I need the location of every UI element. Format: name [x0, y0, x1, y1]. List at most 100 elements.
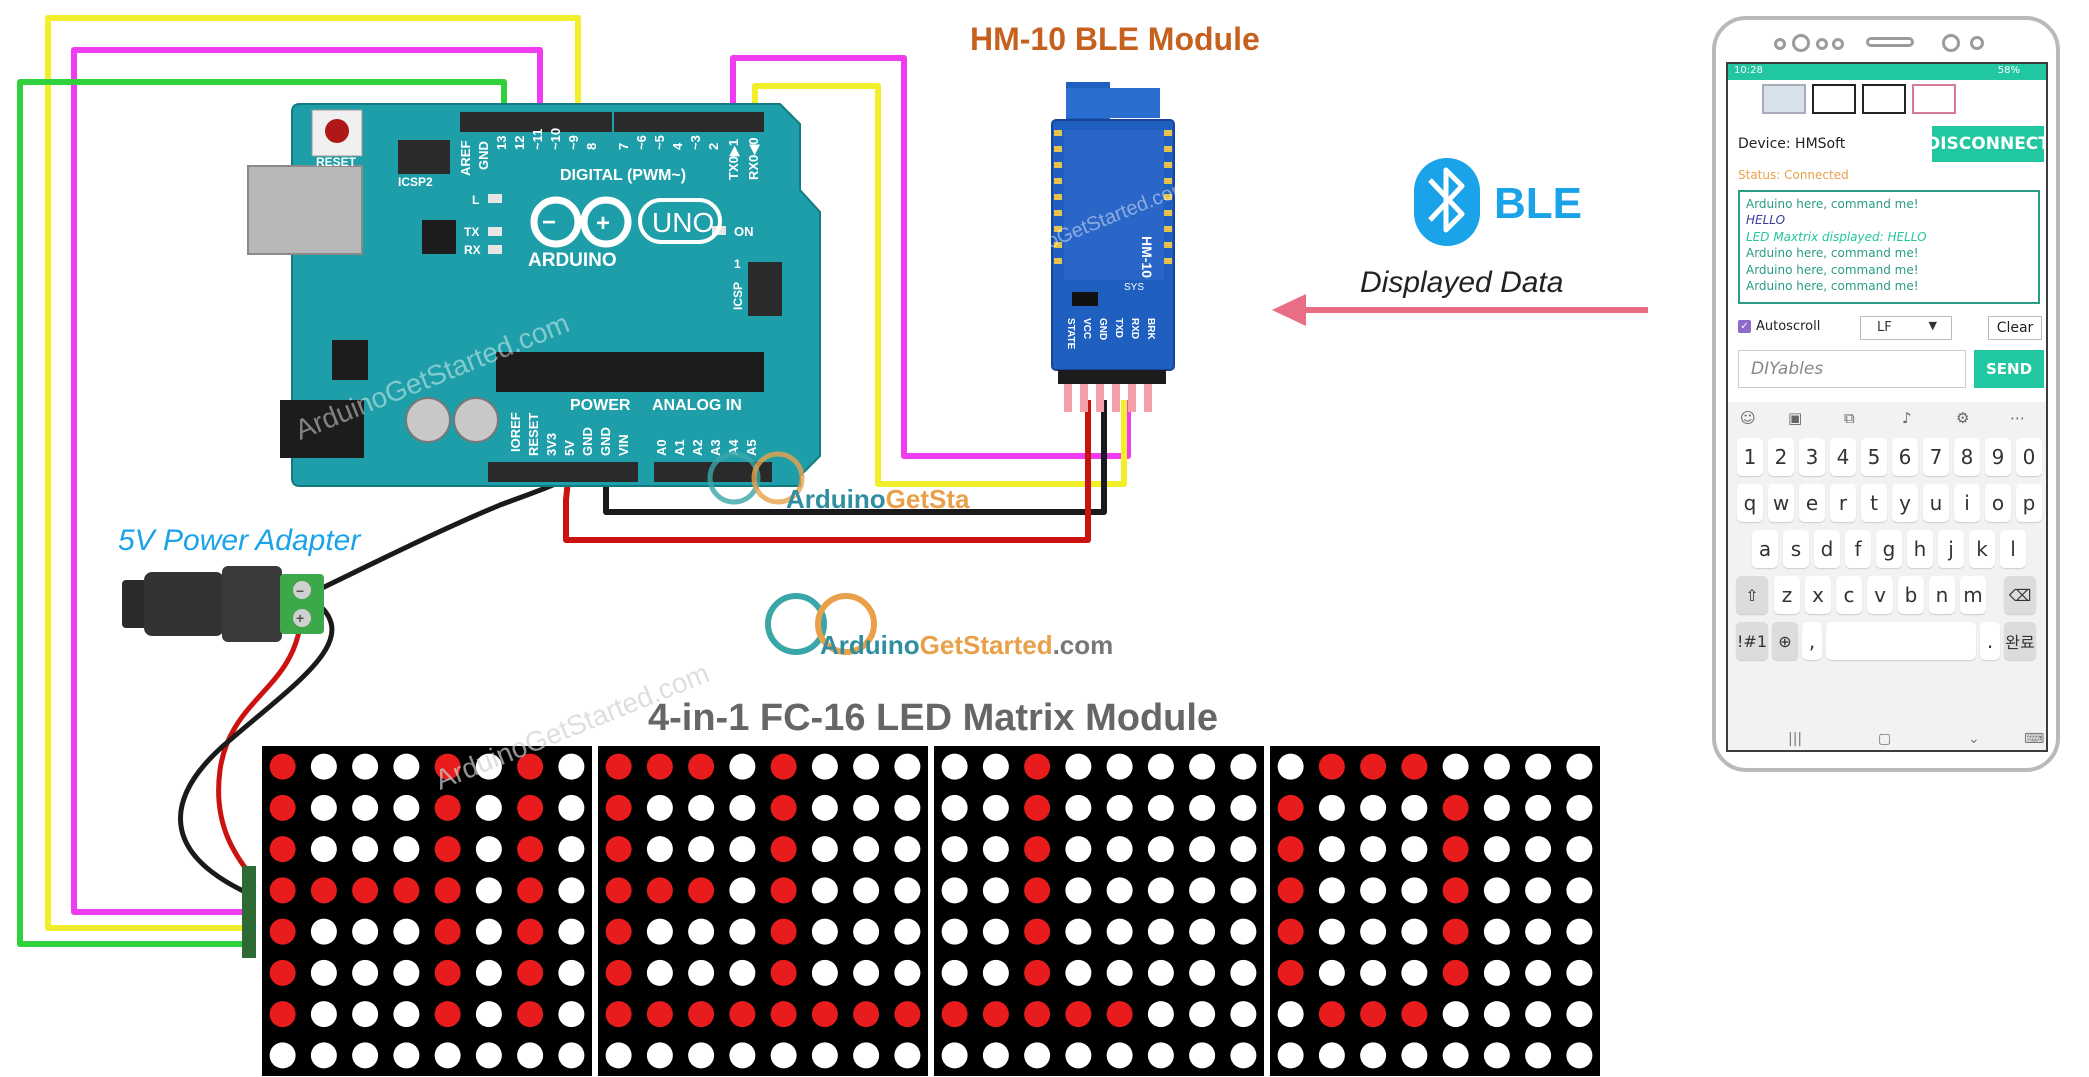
matrix-led	[310, 1042, 337, 1069]
matrix-led	[1065, 877, 1092, 904]
log-line: Arduino here, command me!	[1746, 262, 1919, 277]
matrix-led	[475, 959, 502, 986]
key-r[interactable]: r	[1830, 484, 1856, 522]
key-d[interactable]: d	[1814, 530, 1840, 568]
backspace-key[interactable]: ⌫	[2004, 576, 2036, 614]
space-key[interactable]	[1826, 622, 1976, 660]
key-b[interactable]: b	[1898, 576, 1924, 614]
key-n[interactable]: n	[1929, 576, 1955, 614]
comma-key[interactable]: ,	[1802, 622, 1822, 660]
key-a[interactable]: a	[1752, 530, 1778, 568]
matrix-led	[729, 836, 756, 863]
message-input[interactable]: DIYables	[1738, 350, 1966, 388]
key-u[interactable]: u	[1923, 484, 1949, 522]
matrix-led	[1230, 877, 1257, 904]
matrix-led	[558, 1001, 585, 1028]
disconnect-button[interactable]: DISCONNECT	[1926, 126, 2046, 162]
matrix-led	[1525, 753, 1552, 780]
matrix-led	[1442, 836, 1469, 863]
key-x[interactable]: x	[1805, 576, 1831, 614]
emoji-icon[interactable]: ☺	[1740, 409, 1756, 427]
matrix-led	[558, 753, 585, 780]
key-e[interactable]: e	[1799, 484, 1825, 522]
language-key[interactable]: ⊕	[1772, 622, 1798, 660]
line-ending-select[interactable]: LF ▼	[1860, 316, 1952, 340]
matrix-led	[475, 1042, 502, 1069]
enter-key[interactable]: 완료	[2004, 622, 2036, 660]
matrix-led	[894, 959, 921, 986]
key-7[interactable]: 7	[1923, 438, 1949, 476]
send-button[interactable]: SEND	[1974, 350, 2044, 388]
keyboard-icon[interactable]: ⌨	[2024, 731, 2045, 747]
clipboard-icon[interactable]: ▣	[1788, 409, 1803, 427]
matrix-led	[982, 794, 1009, 821]
svg-text:+: +	[296, 610, 304, 626]
key-o[interactable]: o	[1985, 484, 2011, 522]
key-i[interactable]: i	[1954, 484, 1980, 522]
matrix-led	[1147, 918, 1174, 945]
reset-label: RESET	[316, 155, 357, 169]
home-icon[interactable]: ▢	[1878, 731, 1892, 747]
matrix-led	[1277, 1001, 1304, 1028]
key-k[interactable]: k	[1969, 530, 1995, 568]
matrix-led	[646, 877, 673, 904]
matrix-led	[393, 1001, 420, 1028]
microphone-icon[interactable]: ♪	[1902, 409, 1912, 427]
clear-button[interactable]: Clear	[1988, 316, 2042, 340]
recents-icon[interactable]: |||	[1788, 731, 1803, 747]
key-t[interactable]: t	[1861, 484, 1887, 522]
key-j[interactable]: j	[1938, 530, 1964, 568]
matrix-led	[434, 1001, 461, 1028]
key-z[interactable]: z	[1774, 576, 1800, 614]
autoscroll-checkbox[interactable]: ✓	[1738, 320, 1751, 333]
back-icon[interactable]: ⌄	[1968, 731, 1980, 747]
key-6[interactable]: 6	[1892, 438, 1918, 476]
key-9[interactable]: 9	[1985, 438, 2011, 476]
key-y[interactable]: y	[1892, 484, 1918, 522]
key-8[interactable]: 8	[1954, 438, 1980, 476]
matrix-led	[982, 1001, 1009, 1028]
matrix-led	[1189, 836, 1216, 863]
key-q[interactable]: q	[1737, 484, 1763, 522]
key-c[interactable]: c	[1836, 576, 1862, 614]
period-key[interactable]: .	[1980, 622, 2000, 660]
adapter-terminal	[280, 574, 324, 634]
ad-banner[interactable]	[1728, 80, 2046, 118]
key-s[interactable]: s	[1783, 530, 1809, 568]
logo-text-com: .com	[1053, 630, 1114, 660]
more-icon[interactable]: ⋯	[2010, 409, 2025, 427]
sensor-icon	[1832, 38, 1844, 50]
shift-key[interactable]: ⇧	[1736, 576, 1768, 614]
device-row: Device: HMSoft DISCONNECT	[1728, 126, 2046, 162]
key-v[interactable]: v	[1867, 576, 1893, 614]
matrix-led	[269, 836, 296, 863]
key-4[interactable]: 4	[1830, 438, 1856, 476]
matrix-led	[729, 1042, 756, 1069]
matrix-led	[517, 918, 544, 945]
svg-text:−: −	[296, 583, 304, 599]
key-h[interactable]: h	[1907, 530, 1933, 568]
gear-icon[interactable]: ⚙	[1956, 409, 1970, 427]
key-g[interactable]: g	[1876, 530, 1902, 568]
key-1[interactable]: 1	[1737, 438, 1763, 476]
key-5[interactable]: 5	[1861, 438, 1887, 476]
key-p[interactable]: p	[2016, 484, 2042, 522]
key-0[interactable]: 0	[2016, 438, 2042, 476]
matrix-led	[475, 794, 502, 821]
key-2[interactable]: 2	[1768, 438, 1794, 476]
matrix-led	[729, 794, 756, 821]
key-m[interactable]: m	[1960, 576, 1986, 614]
matrix-led	[1147, 836, 1174, 863]
symbols-key[interactable]: !#1	[1736, 622, 1768, 660]
pin-4: 4	[670, 142, 685, 150]
key-w[interactable]: w	[1768, 484, 1794, 522]
key-f[interactable]: f	[1845, 530, 1871, 568]
capacitor-2	[453, 397, 499, 443]
matrix-led	[393, 836, 420, 863]
key-3[interactable]: 3	[1799, 438, 1825, 476]
matrix-led	[1442, 1001, 1469, 1028]
key-l[interactable]: l	[2000, 530, 2026, 568]
keyboard-mode-icon[interactable]: ⧉	[1844, 409, 1855, 427]
matrix-led	[1360, 877, 1387, 904]
